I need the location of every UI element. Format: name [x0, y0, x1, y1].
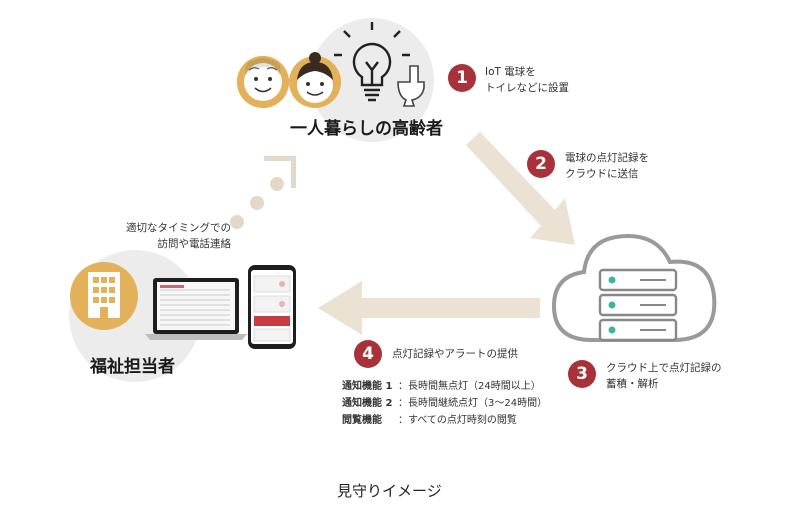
- feature-row: 閲覧機能 ：すべての点灯時刻の閲覧: [342, 412, 547, 429]
- step-3-text: クラウド上で点灯記録の 蓄積・解析: [606, 360, 722, 392]
- feature-name: 閲覧機能: [342, 415, 382, 426]
- step-1-line-2: トイレなどに設置: [485, 82, 569, 94]
- step-2-line-2: クラウドに送信: [565, 168, 639, 180]
- step-2-line-1: 電球の点灯記録を: [565, 152, 649, 164]
- feature-row: 通知機能 1 ：長時間無点灯（24時間以上）: [342, 378, 547, 395]
- elderly-woman-icon: [289, 52, 341, 108]
- diagram-caption: 見守りイメージ: [337, 482, 442, 500]
- provide-arrow: [318, 281, 540, 335]
- step-2-badge: 2: [527, 150, 555, 178]
- upload-arrow: [466, 132, 575, 245]
- step-3-line-1: クラウド上で点灯記録の: [606, 362, 722, 374]
- step-4-text: 点灯記録やアラートの提供: [392, 348, 518, 360]
- visit-note: 適切なタイミングでの 訪問や電話連絡: [96, 220, 231, 252]
- elderly-label: 一人暮らしの高齢者: [290, 119, 443, 139]
- feature-sep: ：: [398, 415, 408, 426]
- step-2-text: 電球の点灯記録を クラウドに送信: [565, 150, 649, 182]
- laptop-icon: [145, 278, 247, 340]
- welfare-label: 福祉担当者: [90, 357, 175, 377]
- feature-desc: すべての点灯時刻の閲覧: [408, 415, 517, 426]
- cloud-server-icon: [551, 233, 717, 342]
- feature-desc: 長時間無点灯（24時間以上）: [408, 381, 541, 392]
- visit-note-line-2: 訪問や電話連絡: [157, 238, 232, 250]
- step-3-line-2: 蓄積・解析: [606, 378, 659, 390]
- step-3-badge: 3: [568, 360, 596, 388]
- step-4-badge: 4: [354, 340, 382, 368]
- visit-dots: [230, 156, 296, 229]
- feature-sep: ：: [398, 398, 408, 409]
- step-1-text: IoT 電球を トイレなどに設置: [485, 64, 569, 96]
- feature-row: 通知機能 2 ：長時間継続点灯（3～24時間）: [342, 395, 547, 412]
- toilet-icon: [397, 65, 425, 107]
- building-icon: [70, 262, 138, 330]
- feature-name: 通知機能 1: [342, 381, 393, 392]
- feature-sep: ：: [398, 381, 408, 392]
- step-1-badge: 1: [448, 64, 476, 92]
- feature-name: 通知機能 2: [342, 398, 393, 409]
- feature-desc: 長時間継続点灯（3～24時間）: [408, 398, 548, 409]
- visit-note-line-1: 適切なタイミングでの: [126, 222, 231, 234]
- smartphone-icon: [248, 265, 296, 349]
- feature-list: 通知機能 1：長時間無点灯（24時間以上） 通知機能 2：長時間継続点灯（3～2…: [342, 378, 547, 429]
- lightbulb-icon: [334, 22, 410, 102]
- elderly-man-icon: [236, 56, 289, 108]
- step-1-line-1: IoT 電球を: [485, 66, 536, 78]
